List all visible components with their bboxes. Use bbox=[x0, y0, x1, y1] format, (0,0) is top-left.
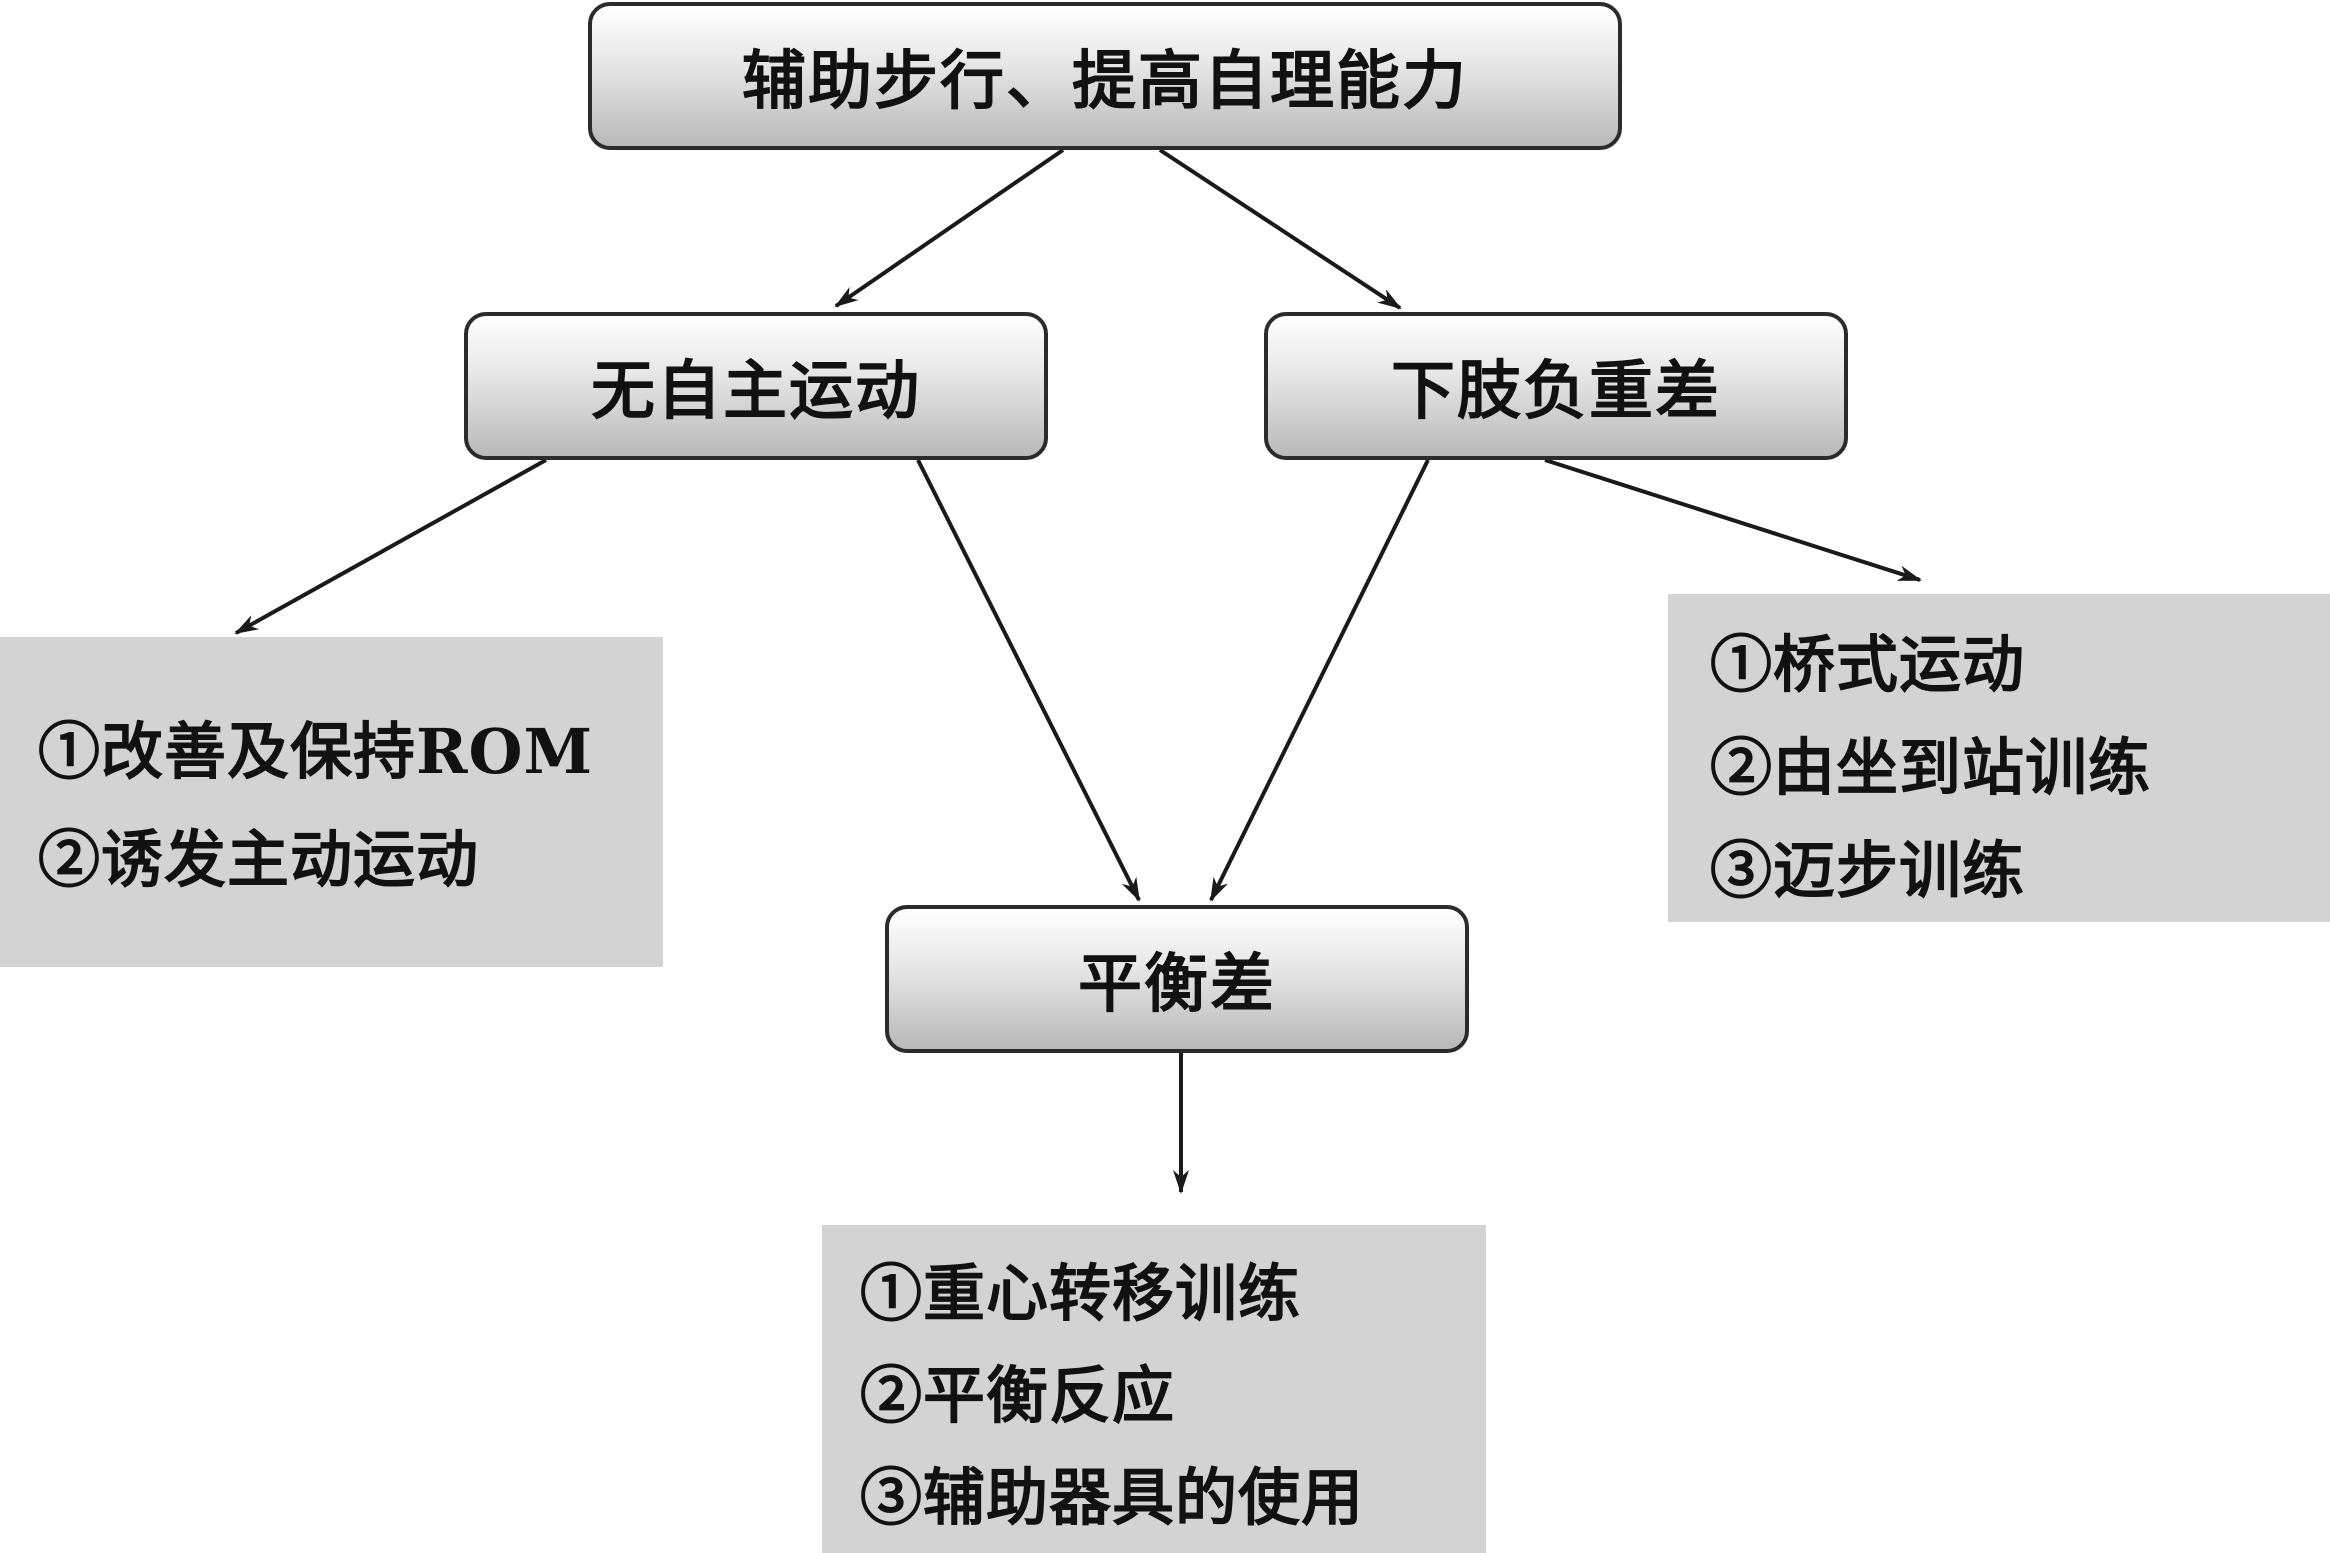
panel-item: ①桥式运动 bbox=[1710, 628, 2026, 701]
panel-item: ②诱发主动运动 bbox=[38, 823, 480, 896]
panel-item: ①重心转移训练 bbox=[860, 1257, 1302, 1330]
arrow-top-to-left bbox=[834, 148, 1065, 308]
panel-balance-training: ①重心转移训练 ②平衡反应 ③辅助器具的使用 bbox=[822, 1225, 1486, 1553]
panel-item: ②由坐到站训练 bbox=[1710, 731, 2152, 804]
node-assist-walking: 辅助步行、提高自理能力 bbox=[588, 2, 1622, 150]
node-poor-weight-bearing: 下肢负重差 bbox=[1264, 312, 1848, 460]
arrow-left-to-panel bbox=[234, 458, 547, 635]
arrow-right-to-panel bbox=[1544, 458, 1922, 582]
panel-item: ①改善及保持ROM bbox=[38, 715, 594, 788]
arrow-top-to-right bbox=[1158, 148, 1402, 310]
panel-item: ③迈步训练 bbox=[1710, 834, 2026, 907]
node-no-voluntary-movement: 无自主运动 bbox=[464, 312, 1048, 460]
panel-item: ③辅助器具的使用 bbox=[860, 1461, 1365, 1534]
arrow-left-to-balance bbox=[916, 459, 1141, 902]
panel-item: ②平衡反应 bbox=[860, 1359, 1176, 1432]
panel-weight-bearing-training: ①桥式运动 ②由坐到站训练 ③迈步训练 bbox=[1668, 594, 2330, 922]
arrow-right-to-balance bbox=[1209, 459, 1430, 902]
node-poor-balance: 平衡差 bbox=[885, 905, 1469, 1053]
panel-rom-training: ①改善及保持ROM ②诱发主动运动 bbox=[0, 637, 663, 967]
